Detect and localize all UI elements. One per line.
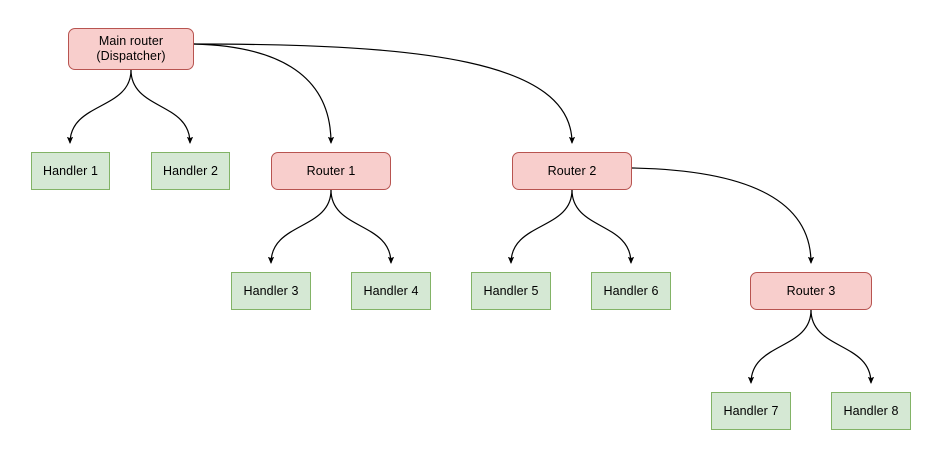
node-handler-4[interactable]: Handler 4 [351,272,431,310]
node-handler-8[interactable]: Handler 8 [831,392,911,430]
node-handler-2[interactable]: Handler 2 [151,152,230,190]
edge-router2-to-handler-5 [507,189,573,264]
node-handler-1[interactable]: Handler 1 [31,152,110,190]
node-label-handler-8: Handler 8 [843,403,899,418]
node-handler-6[interactable]: Handler 6 [591,272,671,310]
edge-main-to-handler-1 [66,69,132,144]
edge-router3-to-handler-7 [747,309,812,384]
node-label-router-1: Router 1 [306,163,356,178]
edge-main-to-handler-2 [130,69,194,144]
node-handler-5[interactable]: Handler 5 [471,272,551,310]
node-label-handler-4: Handler 4 [363,283,419,298]
edge-router3-to-handler-8 [810,309,875,384]
node-label-router-2: Router 2 [547,163,597,178]
node-label-handler-7: Handler 7 [723,403,779,418]
edge-router1-to-handler-3 [267,189,332,264]
node-handler-3[interactable]: Handler 3 [231,272,311,310]
node-label-handler-1: Handler 1 [42,163,99,178]
node-router-3[interactable]: Router 3 [750,272,872,310]
edge-router2-to-router-3 [631,167,815,264]
edges-group [66,43,875,384]
node-label-handler-6: Handler 6 [603,283,659,298]
node-main-router[interactable]: Main router (Dispatcher) [68,28,194,70]
edge-main-to-router-1 [193,43,335,144]
node-label-router-3: Router 3 [786,283,836,298]
edge-router2-to-handler-6 [571,189,635,264]
edge-router1-to-handler-4 [330,189,395,264]
edge-main-to-router-2 [193,43,576,144]
node-label-handler-2: Handler 2 [162,163,219,178]
node-router-2[interactable]: Router 2 [512,152,632,190]
node-handler-7[interactable]: Handler 7 [711,392,791,430]
node-label-handler-5: Handler 5 [483,283,539,298]
node-label-main-router: Main router (Dispatcher) [96,34,166,63]
node-router-1[interactable]: Router 1 [271,152,391,190]
node-label-handler-3: Handler 3 [243,283,299,298]
